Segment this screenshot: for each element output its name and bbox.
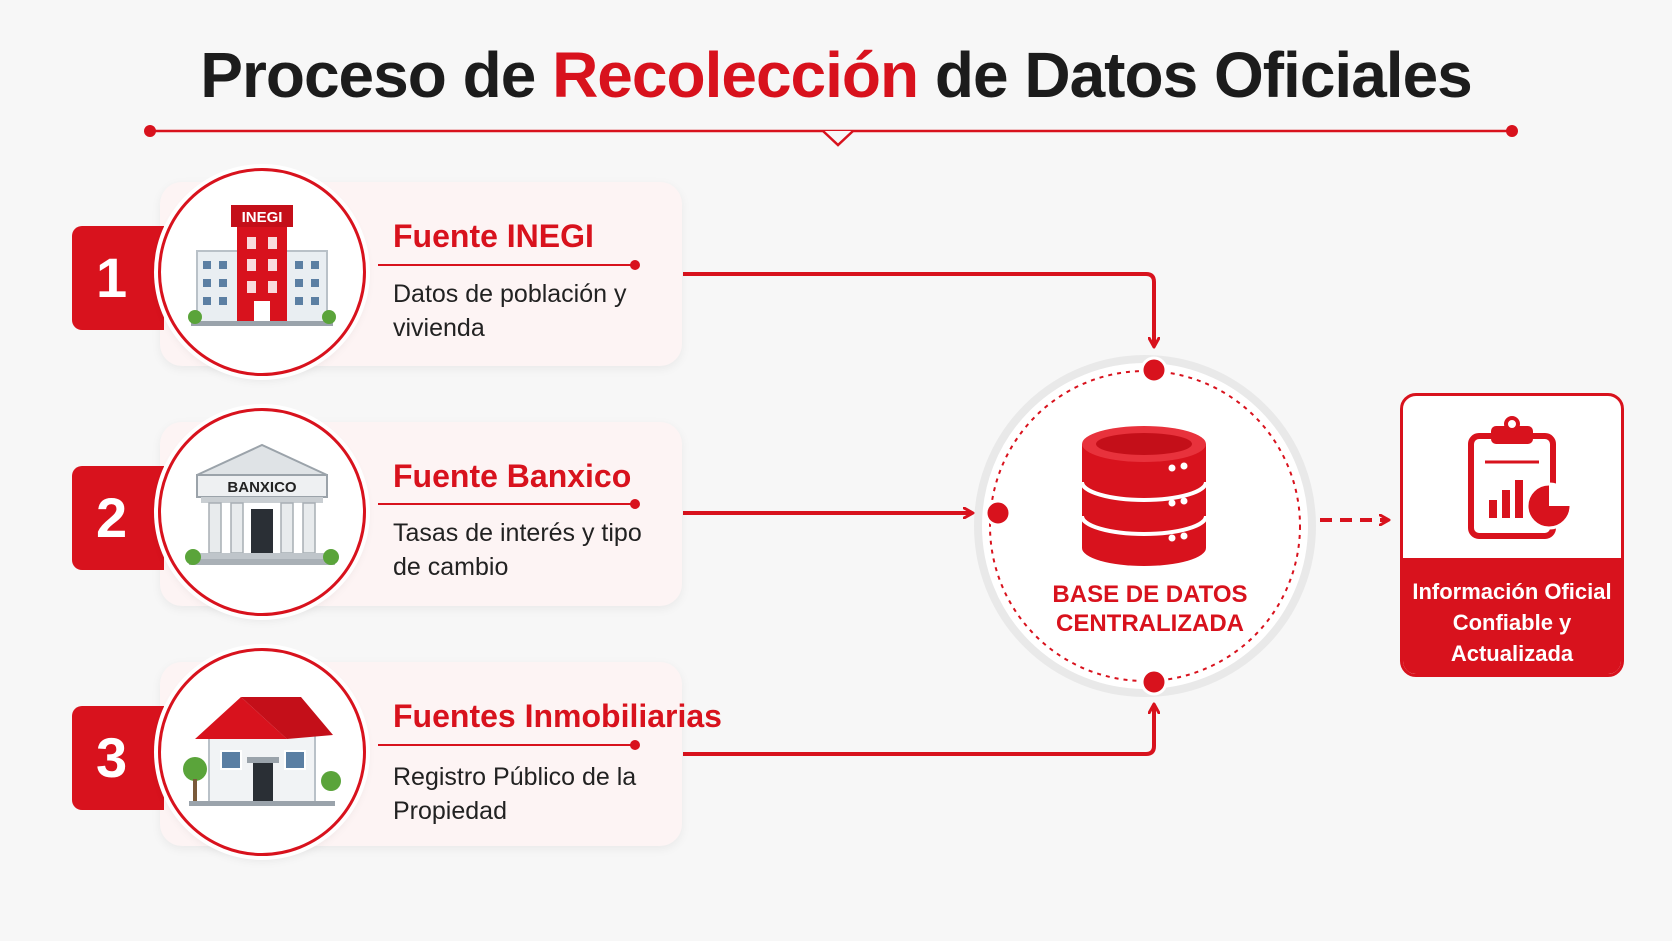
title-part-2: de Datos Oficiales bbox=[918, 39, 1473, 111]
banxico-icon-circle: BANXICO bbox=[158, 408, 366, 616]
source-desc-banxico: Tasas de interés y tipo de cambio bbox=[393, 519, 642, 581]
output-label: Información Oficial Confiable y Actualiz… bbox=[1412, 579, 1612, 666]
step-badge-2: 2 bbox=[72, 466, 164, 570]
output-band: Información Oficial Confiable y Actualiz… bbox=[1403, 558, 1621, 674]
hub-label: BASE DE DATOS CENTRALIZADA bbox=[1052, 581, 1248, 637]
connector-inegi bbox=[683, 272, 1154, 346]
source-desc-inmobiliarias: Registro Público de la Propiedad bbox=[393, 763, 637, 825]
output-box: Información Oficial Confiable y Actualiz… bbox=[1400, 393, 1624, 677]
bank-building-icon: BANXICO bbox=[185, 443, 339, 565]
title-highlight: Recolección bbox=[552, 39, 919, 111]
house-icon bbox=[183, 697, 341, 806]
step-badge-3: 3 bbox=[72, 706, 164, 810]
clipboard-chart-icon bbox=[1468, 416, 1573, 539]
banxico-icon-label: BANXICO bbox=[227, 479, 297, 496]
inmobiliarias-icon-circle bbox=[158, 648, 366, 856]
inegi-icon-label: INEGI bbox=[242, 209, 283, 226]
source-rule-inegi bbox=[378, 260, 640, 270]
inegi-icon-circle: INEGI bbox=[158, 168, 366, 376]
title-underline bbox=[144, 125, 1518, 147]
title-part-1: Proceso de bbox=[200, 39, 553, 111]
step-badge-1: 1 bbox=[72, 226, 164, 330]
connector-inmobiliarias bbox=[683, 705, 1154, 756]
source-rule-inmobiliarias bbox=[378, 740, 640, 750]
inegi-building-icon: INEGI bbox=[188, 205, 336, 326]
page-title: Proceso de Recolección de Datos Oficiale… bbox=[0, 38, 1672, 112]
source-title-inegi: Fuente INEGI bbox=[393, 218, 594, 254]
database-icon bbox=[1080, 426, 1208, 566]
source-title-inmobiliarias: Fuentes Inmobiliarias bbox=[393, 698, 722, 734]
source-rule-banxico bbox=[378, 499, 640, 509]
source-title-banxico: Fuente Banxico bbox=[393, 458, 632, 494]
source-desc-inegi: Datos de población y vivienda bbox=[393, 280, 627, 342]
